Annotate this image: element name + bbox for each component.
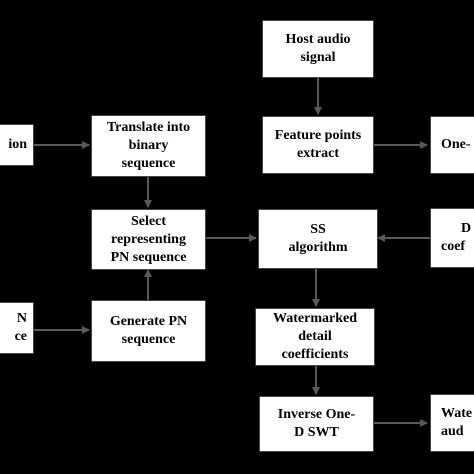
detail-coef-line-2: coef bbox=[441, 239, 466, 254]
watermark-information-line-1: ion bbox=[8, 137, 27, 152]
pn-key-line-2: ce bbox=[14, 329, 27, 344]
feature-points-line-2: extract bbox=[297, 146, 339, 161]
one-d-swt-box: One- bbox=[430, 116, 474, 174]
watermarked-audio-line-1: Wate bbox=[441, 406, 473, 421]
ss-line-1: SS bbox=[310, 222, 326, 237]
watermarked-detail-line-1: Watermarked bbox=[273, 311, 357, 326]
translate-binary-box: Translate into binary sequence bbox=[91, 115, 206, 177]
select-line-3: PN sequence bbox=[110, 249, 187, 265]
watermarked-detail-line-2: detail bbox=[298, 329, 332, 344]
ss-line-2: algorithm bbox=[288, 240, 348, 255]
watermarked-detail-box: Watermarked detail coefficients bbox=[255, 308, 375, 366]
select-pn-sequence-box: Select representing PN sequence bbox=[91, 209, 206, 270]
translate-line-2: binary bbox=[128, 138, 169, 153]
feature-points-box: Feature points extract bbox=[262, 116, 374, 174]
detail-coefficients-box: D coef bbox=[430, 208, 474, 268]
inverse-swt-box: Inverse One- D SWT bbox=[259, 396, 374, 452]
generate-pn-box: Generate PN sequence bbox=[91, 300, 206, 362]
ss-algorithm-box: SS algorithm bbox=[258, 209, 378, 269]
inverse-line-2: D SWT bbox=[294, 425, 339, 440]
one-d-swt-line-1: One- bbox=[441, 137, 471, 152]
feature-points-line-1: Feature points bbox=[274, 128, 362, 143]
translate-line-3: sequence bbox=[121, 156, 176, 171]
generate-line-1: Generate PN bbox=[109, 314, 188, 329]
pn-key-line-1: N bbox=[16, 311, 27, 326]
watermark-information-box: ion bbox=[0, 124, 34, 166]
host-audio-line-2: signal bbox=[300, 50, 336, 65]
host-audio-line-1: Host audio bbox=[285, 32, 351, 47]
detail-coef-line-1: D bbox=[461, 221, 472, 236]
translate-line-1: Translate into bbox=[106, 120, 191, 135]
watermarked-detail-line-3: coefficients bbox=[281, 347, 349, 362]
pn-key-box: N ce bbox=[0, 302, 34, 354]
host-audio-signal-box: Host audio signal bbox=[262, 20, 374, 78]
generate-line-2: sequence bbox=[121, 332, 176, 347]
inverse-line-1: Inverse One- bbox=[277, 407, 356, 422]
select-line-1: Select bbox=[131, 213, 166, 229]
select-line-2: representing bbox=[111, 231, 186, 247]
watermarked-audio-box: Wate aud bbox=[430, 394, 474, 452]
watermarked-audio-line-2: aud bbox=[441, 424, 464, 439]
